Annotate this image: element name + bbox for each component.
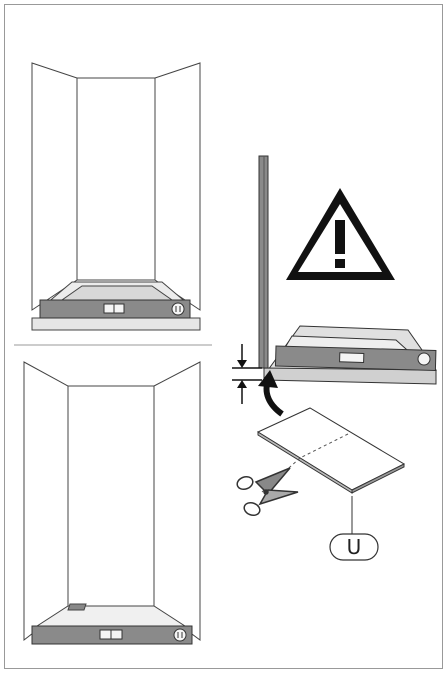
right-wall (154, 62, 201, 311)
gap-indicator (232, 344, 262, 404)
top-enclosure-illustration (31, 62, 201, 331)
scissors-icon (236, 467, 299, 517)
floor (32, 605, 190, 629)
left-wall (31, 62, 78, 311)
warning-icon (286, 188, 395, 280)
back-wall (76, 77, 156, 281)
callout-label: U (347, 535, 362, 559)
bottom-enclosure-illustration (23, 361, 201, 645)
wall-profile (258, 155, 269, 369)
spirit-level-knob (173, 628, 187, 642)
left-wall (23, 361, 69, 642)
shower-tray-basin (60, 285, 174, 301)
base-slab (31, 317, 201, 331)
floor-plate (67, 603, 87, 611)
back-wall (67, 385, 155, 607)
tray-detail (263, 325, 437, 385)
spirit-level-knob (171, 302, 185, 316)
outer-frame (4, 4, 443, 669)
insert-arrow (258, 370, 284, 417)
right-wall (153, 361, 201, 641)
callout-u: U (329, 496, 379, 561)
